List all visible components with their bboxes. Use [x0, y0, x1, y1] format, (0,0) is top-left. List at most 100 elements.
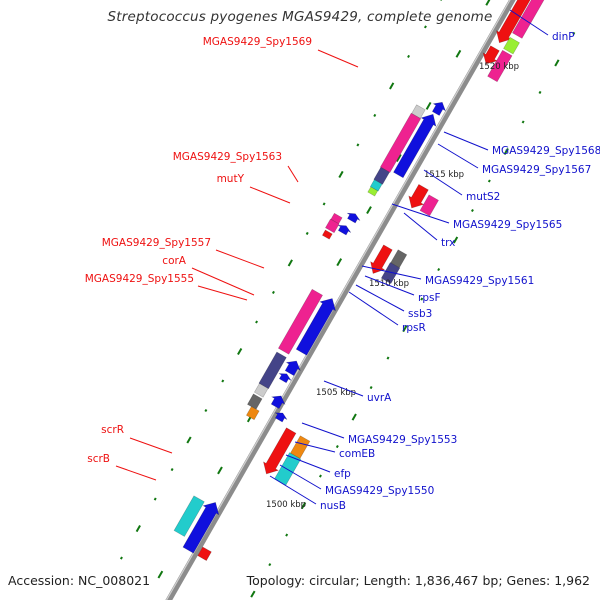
- gene-box: [419, 194, 439, 217]
- gene-arrow: [263, 427, 297, 475]
- gene-feature: [346, 212, 361, 224]
- gene-label-reverse[interactable]: MGAS9429_Spy1561: [425, 275, 534, 287]
- gene-label-reverse[interactable]: MGAS9429_Spy1565: [453, 219, 562, 231]
- tick-mark: [389, 82, 395, 90]
- gene-box: [330, 212, 343, 225]
- leader-line: [391, 203, 450, 224]
- tick-mark: [250, 590, 256, 598]
- gene-feature: [321, 229, 333, 240]
- tick-mark: [503, 147, 509, 156]
- leader-line: [403, 212, 438, 241]
- kbp-label: 1505 kbp: [316, 388, 356, 398]
- gene-label-reverse[interactable]: mutS2: [466, 191, 500, 203]
- gene-feature: [182, 502, 220, 554]
- tick-mark: [255, 320, 259, 324]
- gene-box: [245, 406, 260, 421]
- gene-label-reverse[interactable]: efp: [334, 468, 351, 480]
- gene-box: [258, 351, 287, 390]
- gene-feature: [408, 184, 429, 209]
- tick-mark: [373, 113, 377, 117]
- gene-label-forward[interactable]: mutY: [217, 173, 245, 185]
- gene-arrow: [284, 360, 301, 377]
- gene-label-reverse[interactable]: MGAS9429_Spy1550: [325, 485, 434, 497]
- backbone-tick: [366, 206, 372, 215]
- gene-arrow: [274, 412, 288, 423]
- gene-label-reverse[interactable]: rpsF: [418, 292, 441, 304]
- gene-label-forward[interactable]: corA: [162, 255, 187, 267]
- gene-arrow: [182, 502, 220, 554]
- gene-feature: [245, 406, 260, 421]
- gene-label-forward[interactable]: scrR: [101, 424, 124, 436]
- gene-label-reverse[interactable]: uvrA: [367, 392, 392, 404]
- backbone-tick: [336, 258, 343, 267]
- gene-box: [247, 393, 263, 410]
- leader-line: [215, 249, 265, 269]
- tick-mark: [356, 143, 360, 147]
- backbone-tick: [455, 49, 462, 58]
- leader-line: [323, 380, 364, 397]
- leader-line: [197, 285, 248, 301]
- gene-label-reverse[interactable]: nusB: [320, 500, 346, 512]
- gene-label-forward[interactable]: MGAS9429_Spy1555: [85, 273, 194, 285]
- gene-label-reverse[interactable]: comEB: [339, 448, 375, 460]
- gene-arrow: [482, 45, 500, 65]
- tick-mark: [335, 445, 339, 449]
- gene-label-forward[interactable]: scrB: [87, 453, 110, 465]
- tick-mark: [470, 208, 474, 213]
- tick-mark: [487, 179, 491, 183]
- gene-label-reverse[interactable]: MGAS9429_Spy1568: [492, 145, 600, 157]
- gene-label-reverse[interactable]: dinP: [552, 31, 575, 43]
- gene-label-forward[interactable]: MGAS9429_Spy1569: [203, 36, 312, 48]
- gene-label-reverse[interactable]: trx: [441, 237, 455, 249]
- gene-feature: [325, 218, 340, 234]
- gene-feature: [503, 36, 520, 55]
- gene-arrow: [270, 395, 286, 409]
- backbone-tick: [425, 101, 432, 110]
- gene-box: [367, 186, 379, 197]
- gene-feature: [270, 395, 286, 409]
- kbp-label: 1500 kbp: [266, 500, 306, 510]
- gene-feature: [482, 45, 500, 65]
- tick-mark: [204, 408, 208, 413]
- gene-box: [487, 49, 513, 83]
- gene-arrow: [370, 244, 393, 274]
- tick-mark: [287, 259, 293, 267]
- gene-feature: [330, 212, 343, 225]
- gene-label-forward[interactable]: MGAS9429_Spy1563: [173, 151, 282, 163]
- backbone-tick: [395, 154, 402, 162]
- leader-line: [115, 465, 157, 481]
- gene-feature: [284, 360, 301, 377]
- leader-line: [509, 9, 549, 36]
- tick-mark: [351, 413, 357, 421]
- gene-box: [512, 0, 558, 39]
- gene-label-reverse[interactable]: rpsR: [402, 322, 426, 334]
- gene-feature: [295, 298, 337, 356]
- leader-line: [294, 441, 336, 453]
- tick-mark: [170, 467, 174, 472]
- gene-label-reverse[interactable]: MGAS9429_Spy1553: [348, 434, 457, 446]
- gene-box: [503, 36, 520, 55]
- kbp-label: 1520 kbp: [479, 62, 519, 72]
- gene-feature: [263, 427, 297, 475]
- genome-backbone: [165, 0, 516, 600]
- gene-box: [369, 179, 383, 192]
- leader-line: [269, 475, 317, 505]
- gene-feature: [495, 0, 542, 44]
- tick-mark: [338, 170, 344, 178]
- gene-label-reverse[interactable]: MGAS9429_Spy1567: [482, 164, 591, 176]
- tick-mark: [322, 202, 326, 206]
- tick-mark: [305, 231, 309, 235]
- leader-line: [364, 275, 415, 296]
- tick-mark: [452, 236, 459, 244]
- gene-feature: [393, 113, 437, 179]
- gene-box: [253, 383, 269, 398]
- tick-mark: [153, 497, 157, 501]
- backbone-tick: [485, 0, 491, 6]
- gene-label-forward[interactable]: MGAS9429_Spy1557: [102, 237, 211, 249]
- gene-label-reverse[interactable]: ssb3: [408, 308, 432, 320]
- tick-mark: [538, 90, 542, 95]
- gene-feature: [278, 373, 292, 384]
- leader-line: [355, 284, 405, 312]
- tick-mark: [521, 120, 525, 124]
